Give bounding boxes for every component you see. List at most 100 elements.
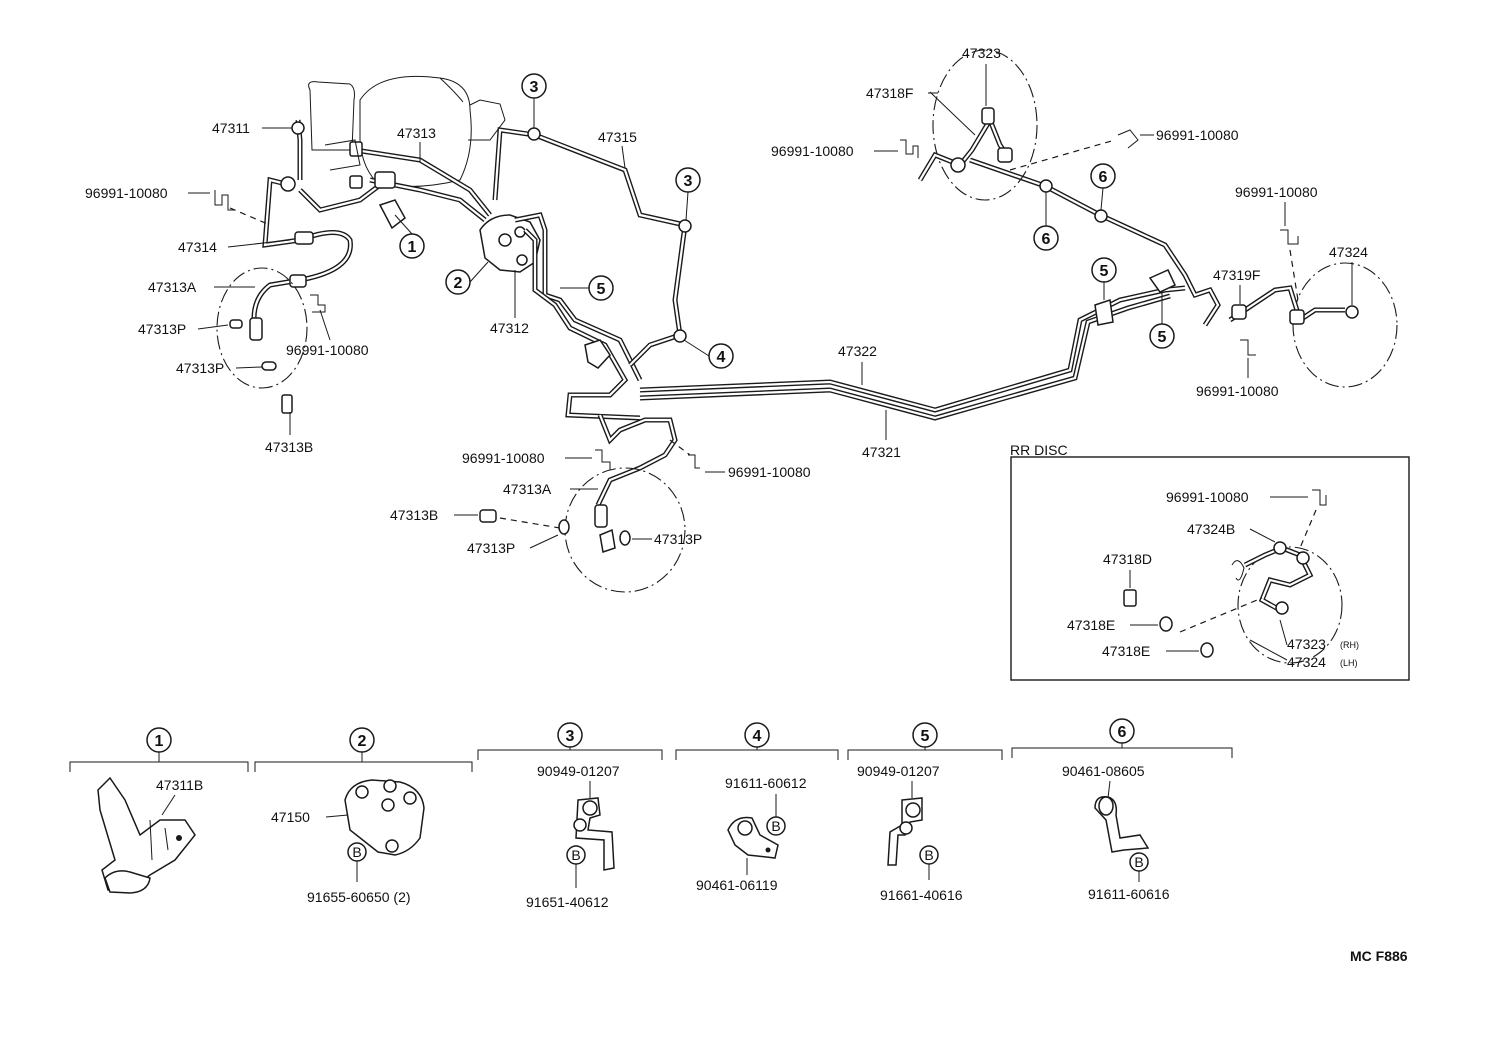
detail-4: 4 91611-60612 B 90461-06119 — [696, 722, 807, 893]
svg-text:B: B — [924, 847, 933, 863]
clip-icon — [595, 439, 700, 470]
rr-disc-title: RR DISC — [1010, 442, 1068, 458]
label-47313: 47313 — [397, 125, 436, 141]
detail-5: 5 90949-01207 B 91661-40616 — [857, 722, 963, 903]
callout-circle: 3 — [675, 167, 701, 193]
svg-text:B: B — [352, 844, 361, 860]
label-47313A: 47313A — [503, 481, 552, 497]
label-47323: 47323 — [1287, 636, 1326, 652]
svg-text:B: B — [771, 818, 780, 834]
svg-text:3: 3 — [530, 79, 539, 96]
svg-text:1: 1 — [408, 239, 417, 256]
clip-icon — [214, 190, 271, 226]
svg-text:3: 3 — [684, 173, 693, 190]
label-47312: 47312 — [490, 320, 529, 336]
label-91655-60650: 91655-60650 (2) — [307, 889, 411, 905]
label-47322: 47322 — [838, 343, 877, 359]
label-47150: 47150 — [271, 809, 310, 825]
svg-text:6: 6 — [1042, 231, 1051, 248]
label-47318E: 47318E — [1102, 643, 1150, 659]
label-47313B: 47313B — [265, 439, 313, 455]
label-47313P: 47313P — [176, 360, 224, 376]
label-47319F: 47319F — [1213, 267, 1260, 283]
label-96991-10080: 96991-10080 — [462, 450, 545, 466]
bleeder-plug-icon — [229, 319, 293, 414]
callout-circle: 5 — [588, 275, 614, 301]
label-91611-60612: 91611-60612 — [725, 775, 807, 791]
svg-text:2: 2 — [358, 733, 367, 750]
label-47321: 47321 — [862, 444, 901, 460]
svg-text:5: 5 — [921, 728, 930, 745]
label-90949-01207: 90949-01207 — [537, 763, 620, 779]
svg-text:1: 1 — [155, 733, 164, 750]
svg-text:5: 5 — [1158, 329, 1167, 346]
detail-2: 2 47150 B 91655-60650 (2) — [271, 727, 425, 905]
svg-text:B: B — [1134, 854, 1143, 870]
label-96991-10080: 96991-10080 — [1235, 184, 1318, 200]
label-96991-10080: 96991-10080 — [728, 464, 811, 480]
callout-circle: 5 — [1149, 323, 1175, 349]
front-left-wheel-outline — [216, 267, 308, 389]
callout-circle: 6 — [1090, 163, 1116, 189]
label-47323: 47323 — [962, 45, 1001, 61]
clip-icon — [310, 294, 326, 313]
callout-circle: 5 — [1091, 257, 1117, 283]
label-side-rh: (RH) — [1340, 640, 1359, 650]
label-47313B: 47313B — [390, 507, 438, 523]
label-47318E: 47318E — [1067, 617, 1115, 633]
detail-3: 3 90949-01207 B 91651-40612 — [526, 722, 620, 910]
label-47324: 47324 — [1329, 244, 1368, 260]
callout-circle: 4 — [708, 343, 734, 369]
main-brake-pipes — [639, 269, 1186, 421]
label-47324: 47324 — [1287, 654, 1326, 670]
callout-circle: 3 — [521, 73, 547, 99]
label-90461-06119: 90461-06119 — [696, 877, 778, 893]
clip-icon — [900, 129, 1139, 171]
label-96991-10080: 96991-10080 — [1196, 383, 1279, 399]
label-47313P: 47313P — [138, 321, 186, 337]
detail-1: 1 47311B — [97, 727, 203, 894]
label-47311: 47311 — [212, 120, 250, 136]
label-47318F: 47318F — [866, 85, 913, 101]
label-96991-10080: 96991-10080 — [286, 342, 369, 358]
label-90949-01207: 90949-01207 — [857, 763, 940, 779]
callout-circle: 1 — [399, 233, 425, 259]
label-47318D: 47318D — [1103, 551, 1152, 567]
svg-text:6: 6 — [1118, 724, 1127, 741]
label-96991-10080: 96991-10080 — [1166, 489, 1249, 505]
label-96991-10080: 96991-10080 — [1156, 127, 1239, 143]
label-47313P: 47313P — [654, 531, 702, 547]
callout-circle: 2 — [445, 269, 471, 295]
svg-text:6: 6 — [1099, 169, 1108, 186]
pipe-47315 — [492, 127, 692, 507]
diagram-code: MC F886 — [1350, 948, 1408, 964]
svg-text:2: 2 — [454, 275, 463, 292]
svg-text:4: 4 — [753, 728, 762, 745]
svg-text:B: B — [571, 847, 580, 863]
detail-brackets — [69, 747, 1233, 772]
rear-left-wheel — [917, 49, 1038, 201]
callout-circle: 6 — [1033, 225, 1059, 251]
svg-text:4: 4 — [717, 349, 726, 366]
label-91611-60616: 91611-60616 — [1088, 886, 1170, 902]
front-left-lines — [249, 119, 492, 341]
label-side-lh: (LH) — [1340, 658, 1358, 668]
label-47324B: 47324B — [1187, 521, 1235, 537]
front-right-wheel — [479, 467, 686, 593]
svg-text:5: 5 — [1100, 263, 1109, 280]
label-47313A: 47313A — [148, 279, 197, 295]
label-47315: 47315 — [598, 129, 637, 145]
label-91661-40616: 91661-40616 — [880, 887, 963, 903]
label-47311B: 47311B — [156, 777, 203, 793]
svg-text:3: 3 — [566, 728, 575, 745]
label-47313P: 47313P — [467, 540, 515, 556]
rear-right-wheel — [1228, 229, 1398, 388]
label-47314: 47314 — [178, 239, 217, 255]
detail-6: 6 90461-08605 B 91611-60616 — [1062, 718, 1170, 902]
label-91651-40612: 91651-40612 — [526, 894, 609, 910]
rr-disc-section: RR DISC — [1010, 442, 1410, 681]
svg-text:5: 5 — [597, 281, 606, 298]
label-96991-10080: 96991-10080 — [771, 143, 854, 159]
proportioning-valve — [479, 212, 643, 421]
